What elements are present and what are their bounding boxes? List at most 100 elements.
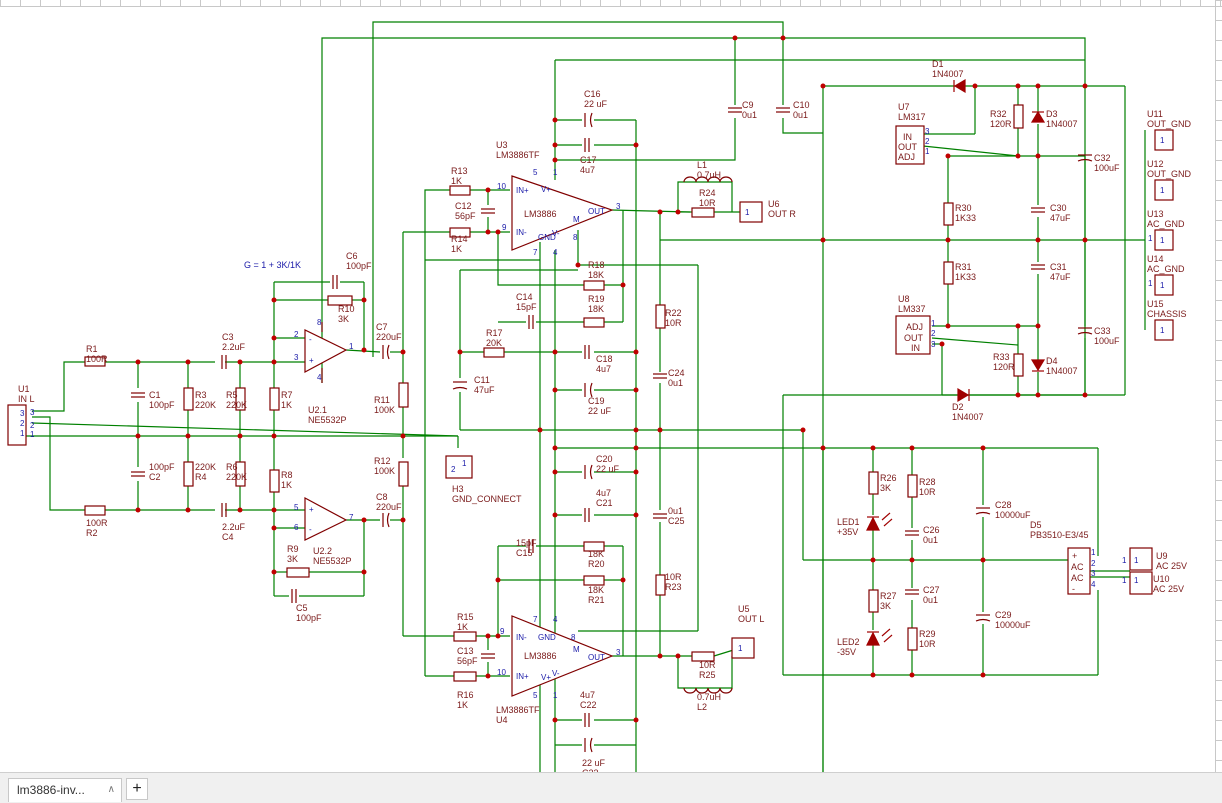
svg-text:10: 10 (497, 182, 506, 191)
label-c31-value: 47uF (1050, 272, 1071, 282)
label-r1-value: 100R (86, 354, 108, 364)
resistor-r30 (943, 202, 954, 226)
resistor-r4 (183, 461, 194, 487)
svg-text:3: 3 (20, 409, 25, 418)
svg-text:2: 2 (20, 419, 25, 428)
resistor-r7 (269, 387, 280, 411)
capacitor-c19 (584, 382, 593, 398)
label-d2-ref: D2 (952, 402, 964, 412)
svg-text:OUT: OUT (904, 333, 924, 343)
label-c10-value: 0u1 (793, 110, 808, 120)
svg-text:ADJ: ADJ (898, 152, 915, 162)
diode-d3 (1030, 110, 1046, 123)
label-r2-value: R2 (86, 528, 98, 538)
label-c32-ref: C32 (1094, 153, 1111, 163)
resistor-r19 (583, 317, 605, 328)
connector-u13 (1154, 229, 1174, 251)
label-c23-ref: 22 uF (582, 758, 606, 768)
connector-u10 (1129, 571, 1153, 595)
diode-d1 (953, 78, 966, 94)
label-u4-ref: LM3886TF (496, 705, 540, 715)
resistor-r11 (398, 382, 409, 408)
label-d3-ref: D3 (1046, 109, 1058, 119)
schematic-sheet[interactable]: 3 2 1 3 2 1 2 3 1 8 4 5 6 7 10 9 3 5 1 7… (0, 0, 1222, 772)
capacitor-c4 (221, 503, 227, 517)
label-u10-value: AC 25V (1153, 584, 1184, 594)
label-l1-value: 0.7uH (697, 170, 721, 180)
label-r24-ref: R24 (699, 188, 716, 198)
capacitor-c28 (975, 507, 991, 515)
svg-text:7: 7 (533, 615, 538, 624)
pin-numbers: 3 2 1 3 2 1 2 3 1 8 4 5 6 7 10 9 3 5 1 7… (20, 127, 1165, 700)
sheet-tab[interactable]: lm3886-inv... ∧ (8, 778, 122, 802)
label-d5-ref: D5 (1030, 520, 1042, 530)
label-c33-ref: C33 (1094, 326, 1111, 336)
label-c11-ref: C11 (474, 375, 490, 385)
sheet-tab-bar: lm3886-inv... ∧ + (0, 772, 1222, 803)
label-c28-ref: C28 (995, 500, 1012, 510)
capacitor-c29 (975, 614, 991, 622)
label-r23-value: R23 (665, 582, 682, 592)
label-r1-ref: R1 (86, 344, 98, 354)
connector-h3 (445, 455, 473, 479)
components (7, 104, 1174, 753)
capacitor-c5 (291, 589, 297, 603)
resistor-r16 (453, 671, 477, 682)
label-r24-value: 10R (699, 198, 716, 208)
svg-text:V-: V- (552, 229, 560, 238)
label-r6-value: 220K (226, 472, 247, 482)
label-c7-ref: C7 (376, 322, 388, 332)
label-u8-value: LM337 (898, 304, 926, 314)
label-h3-ref: H3 (452, 484, 464, 494)
label-r12-ref: R12 (374, 456, 391, 466)
label-c14-value: 15pF (516, 302, 537, 312)
svg-text:2: 2 (931, 329, 936, 338)
component-labels: R1100R100RR2C1100pF100pFC2R3220K220KR4R5… (18, 59, 1192, 772)
label-c27-ref: C27 (923, 585, 940, 595)
svg-text:7: 7 (349, 513, 354, 522)
resistor-r29 (907, 627, 918, 651)
connector-u11 (1154, 129, 1174, 151)
resistor-r8 (269, 469, 280, 493)
label-u3-value: LM3886TF (496, 150, 540, 160)
label-r4-value: R4 (195, 472, 207, 482)
label-c20-value: 22 uF (596, 464, 620, 474)
label-c4-ref: 2.2uF (222, 522, 246, 532)
label-c18-value: 4u7 (596, 364, 611, 374)
svg-text:3: 3 (30, 408, 35, 417)
add-sheet-button[interactable]: + (126, 778, 148, 800)
svg-text:2: 2 (925, 137, 930, 146)
label-c14-ref: C14 (516, 292, 533, 302)
diode-d2 (957, 387, 970, 403)
svg-text:1: 1 (1160, 236, 1165, 245)
label-c25-ref: 0u1 (668, 506, 683, 516)
svg-text:1: 1 (1122, 576, 1127, 585)
label-r18-value: 18K (588, 270, 604, 280)
svg-text:8: 8 (317, 318, 322, 327)
capacitor-c23 (584, 737, 593, 753)
svg-text:1: 1 (738, 644, 743, 653)
label-c21-value: C21 (596, 498, 613, 508)
label-u12-value: OUT_GND (1147, 169, 1192, 179)
svg-text:OUT: OUT (898, 142, 918, 152)
svg-text:IN+: IN+ (516, 186, 529, 195)
svg-text:-: - (309, 335, 312, 344)
resistor-r6 (235, 461, 246, 487)
svg-text:4: 4 (317, 373, 322, 382)
label-r2-ref: 100R (86, 518, 108, 528)
chevron-up-icon[interactable]: ∧ (107, 784, 115, 795)
label-r28-value: 10R (919, 487, 936, 497)
label-r22-ref: R22 (665, 308, 682, 318)
label-c9-ref: C9 (742, 100, 754, 110)
svg-text:1: 1 (553, 168, 558, 177)
label-r9-ref: R9 (287, 544, 299, 554)
label-c23-value: C23 (582, 768, 599, 772)
schematic-canvas[interactable]: 3 2 1 3 2 1 2 3 1 8 4 5 6 7 10 9 3 5 1 7… (0, 0, 1222, 772)
svg-text:+: + (1072, 551, 1077, 561)
svg-text:4: 4 (553, 615, 558, 624)
label-c1-ref: C1 (149, 390, 161, 400)
label-c18-ref: C18 (596, 354, 613, 364)
svg-text:1: 1 (20, 429, 25, 438)
label-r18-ref: R18 (588, 260, 605, 270)
label-c19-ref: C19 (588, 396, 605, 406)
